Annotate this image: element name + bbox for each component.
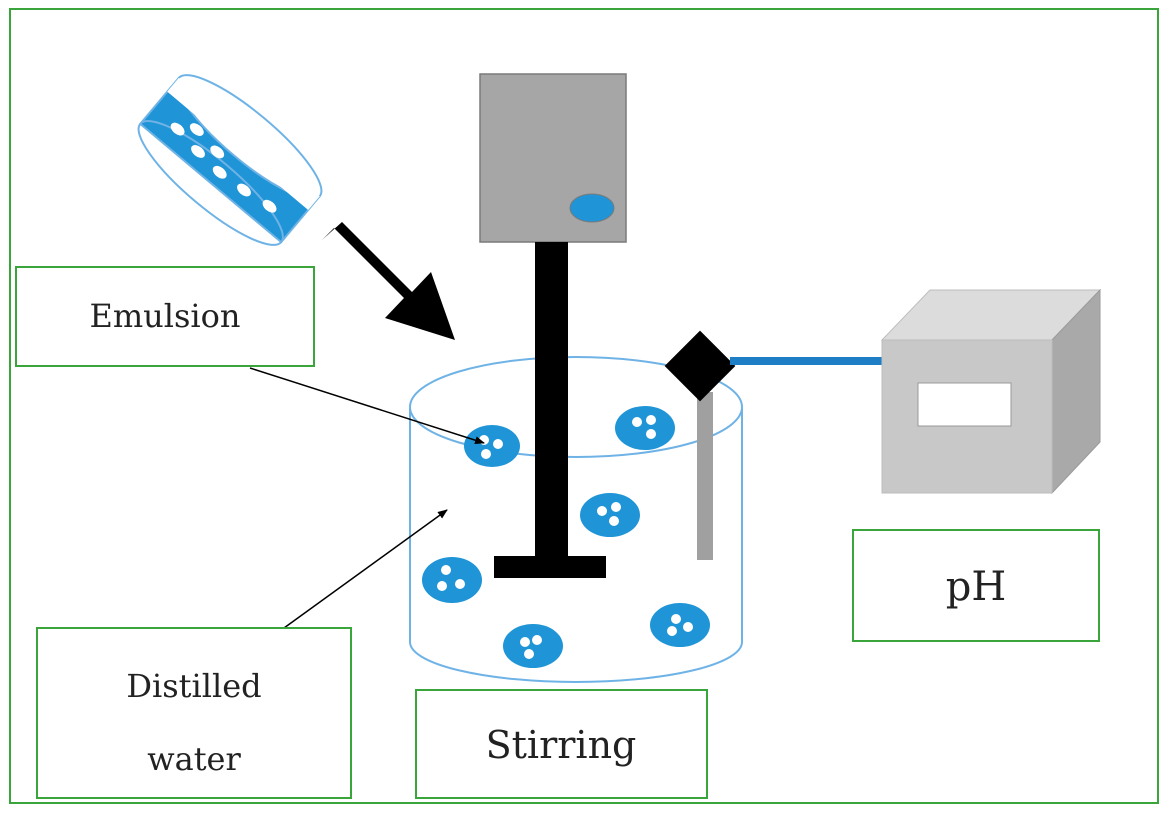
label-emulsion-text: Emulsion	[89, 297, 240, 335]
label-ph: pH	[852, 529, 1100, 642]
overhead-stirrer-icon	[479, 73, 627, 578]
droplet	[503, 624, 563, 668]
label-stirring-text: Stirring	[486, 723, 637, 767]
ph-meter-display	[917, 382, 1012, 427]
outer-frame	[9, 8, 1159, 804]
water-pointer-arrow	[283, 509, 448, 629]
petri-dish-icon	[137, 74, 323, 246]
label-distilled-water: Distilled water	[36, 627, 352, 799]
ph-meter-icon	[880, 288, 1102, 495]
label-emulsion: Emulsion	[15, 266, 315, 367]
droplet	[615, 406, 675, 450]
emulsion-pointer-arrow	[249, 367, 485, 445]
beaker-icon	[409, 356, 743, 683]
label-distilled-water-line1: Distilled	[126, 667, 261, 705]
droplet	[464, 425, 520, 467]
ph-probe-icon	[664, 330, 882, 560]
droplet	[580, 493, 640, 537]
stirrer-shaft	[535, 242, 568, 560]
stirrer-paddle	[494, 556, 606, 578]
label-stirring: Stirring	[415, 689, 708, 799]
droplet	[422, 557, 482, 603]
pour-arrow-icon	[322, 222, 455, 340]
label-distilled-water-line2: water	[147, 740, 241, 778]
droplet	[650, 603, 710, 647]
label-ph-text: pH	[946, 564, 1007, 610]
stirrer-knob	[569, 193, 615, 223]
